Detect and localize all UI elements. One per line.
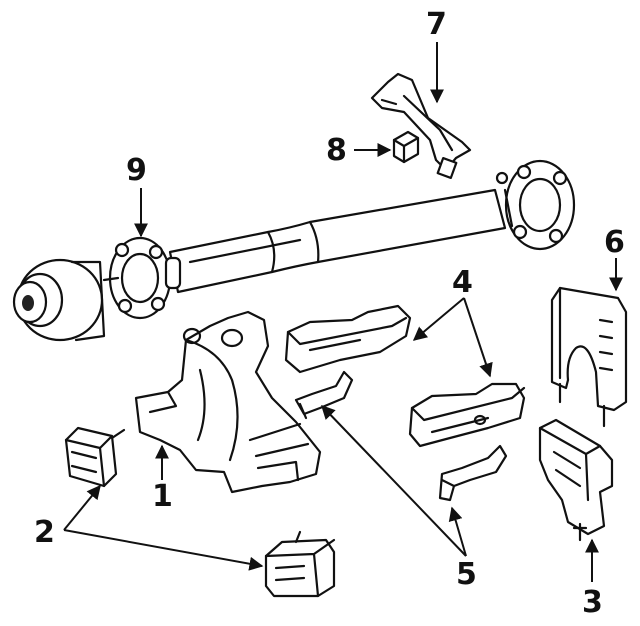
bracket-part-5-upper: [294, 370, 354, 420]
bracket-part-1: [134, 310, 322, 494]
leader-5b: [448, 506, 467, 557]
mount-part-2-upper: [64, 426, 126, 488]
leader-2a: [63, 484, 101, 531]
clip-part-8: [392, 130, 420, 164]
bracket-part-6: [550, 286, 628, 428]
callout-8: 8: [326, 133, 347, 168]
leader-5a: [321, 404, 467, 557]
callout-5: 5: [456, 557, 477, 592]
mount-part-2-lower: [264, 530, 336, 598]
bracket-part-4-upper: [284, 304, 412, 374]
bracket-part-5-lower: [438, 444, 508, 502]
callout-4: 4: [452, 265, 473, 300]
leader-4b: [463, 297, 493, 378]
bracket-part-4-lower: [408, 382, 526, 448]
callout-7: 7: [426, 7, 447, 42]
callout-6: 6: [604, 225, 625, 260]
bracket-part-7: [370, 72, 472, 180]
callout-9: 9: [126, 153, 147, 188]
leader-lines: [63, 42, 623, 582]
leader-4a: [412, 297, 465, 341]
mount-part-3: [538, 418, 614, 542]
callout-3: 3: [582, 585, 603, 620]
drive-shaft: [12, 159, 576, 342]
callout-1: 1: [152, 479, 173, 514]
callout-2: 2: [34, 515, 55, 550]
leader-2b: [63, 529, 264, 571]
